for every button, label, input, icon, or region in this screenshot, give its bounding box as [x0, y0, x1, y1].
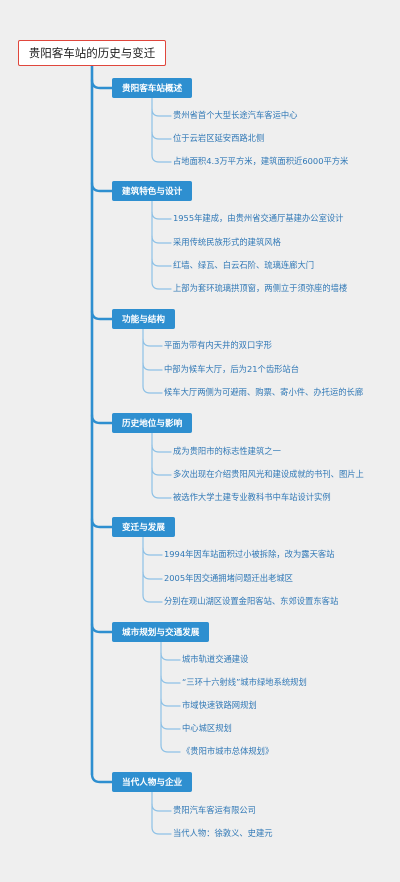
- leaf-connector-5-2: [160, 698, 181, 707]
- leaf-history-2[interactable]: 多次出现在介绍贵阳风光和建设成就的书刊、图片上: [173, 469, 364, 479]
- leaf-connector-3-0: [151, 444, 172, 453]
- leaf-changes-3[interactable]: 分别在观山湖区设置金阳客站、东郊设置东客站: [164, 596, 339, 606]
- leaf-connector-0-1: [151, 131, 172, 140]
- leaf-connector-2-2: [142, 385, 163, 394]
- leaf-connector-1-2: [151, 258, 172, 267]
- leaf-planning-2[interactable]: “三环十六射线”城市绿地系统规划: [182, 677, 307, 687]
- leaf-overview-2[interactable]: 位于云岩区延安西路北侧: [173, 133, 265, 143]
- leaf-people-2[interactable]: 当代人物：徐敦义、史建元: [173, 828, 273, 838]
- leaf-function-3[interactable]: 候车大厅两侧为可避雨、购票、寄小件、办托运的长廊: [164, 387, 364, 397]
- leaf-architecture-2[interactable]: 采用传统民族形式的建筑风格: [173, 237, 281, 247]
- leaf-connector-3-1: [151, 467, 172, 476]
- leaf-connector-2-1: [142, 362, 163, 371]
- branch-connector-3: [90, 413, 114, 425]
- root-topic[interactable]: 贵阳客车站的历史与变迁: [18, 40, 166, 66]
- branch-changes[interactable]: 变迁与发展: [112, 517, 175, 537]
- leaf-connector-1-3: [151, 281, 172, 290]
- leaf-function-2[interactable]: 中部为候车大厅，后为21个齿形站台: [164, 364, 300, 374]
- leaf-connector-0-0: [151, 108, 172, 117]
- branch-connector-6: [90, 772, 114, 784]
- leaf-architecture-1[interactable]: 1955年建成，由贵州省交通厅基建办公室设计: [173, 213, 344, 223]
- leaf-connector-1-1: [151, 235, 172, 244]
- branch-connector-0: [90, 78, 114, 90]
- leaf-planning-4[interactable]: 中心城区规划: [182, 723, 232, 733]
- leaf-connector-1-0: [151, 211, 172, 220]
- leaf-architecture-3[interactable]: 红墙、绿瓦、白云石阶、琉璃连廊大门: [173, 260, 315, 270]
- branch-connector-2: [90, 309, 114, 321]
- leaf-overview-3[interactable]: 占地面积4.3万平方米，建筑面积近6000平方米: [173, 156, 349, 166]
- leaf-connector-4-1: [142, 571, 163, 580]
- leaf-connector-5-1: [160, 675, 181, 684]
- branch-architecture[interactable]: 建筑特色与设计: [112, 181, 193, 201]
- leaf-planning-3[interactable]: 市域快速铁路网规划: [182, 700, 257, 710]
- branch-connector-5: [90, 622, 114, 634]
- leaf-connector-5-3: [160, 721, 181, 730]
- leaf-overview-1[interactable]: 贵州省首个大型长途汽车客运中心: [173, 110, 298, 120]
- leaf-changes-1[interactable]: 1994年因车站面积过小被拆除，改为露天客站: [164, 549, 335, 559]
- branch-planning[interactable]: 城市规划与交通发展: [112, 622, 210, 642]
- leaf-architecture-4[interactable]: 上部为套环琉璃拱顶窗，两侧立于须弥座的墙楼: [173, 283, 348, 293]
- branch-connector-1: [90, 181, 114, 193]
- leaf-people-1[interactable]: 贵阳汽车客运有限公司: [173, 805, 256, 815]
- leaf-connector-5-4: [160, 744, 181, 753]
- branch-overview[interactable]: 贵阳客车站概述: [112, 78, 193, 98]
- leaf-connector-3-2: [151, 490, 172, 499]
- leaf-connector-6-1: [151, 826, 172, 835]
- leaf-connector-2-0: [142, 338, 163, 347]
- leaf-connector-4-0: [142, 547, 163, 556]
- leaf-history-3[interactable]: 被选作大学土建专业教科书中车站设计实例: [173, 492, 331, 502]
- leaf-function-1[interactable]: 平面为带有内天井的双口字形: [164, 340, 272, 350]
- leaf-connector-0-2: [151, 154, 172, 163]
- branch-people[interactable]: 当代人物与企业: [112, 772, 193, 792]
- leaf-connector-6-0: [151, 803, 172, 812]
- branch-connector-4: [90, 517, 114, 529]
- leaf-connector-5-0: [160, 652, 181, 661]
- leaf-connector-4-2: [142, 594, 163, 603]
- branch-function[interactable]: 功能与结构: [112, 309, 175, 329]
- branch-history[interactable]: 历史地位与影响: [112, 413, 193, 433]
- leaf-planning-1[interactable]: 城市轨道交通建设: [182, 654, 249, 664]
- leaf-history-1[interactable]: 成为贵阳市的标志性建筑之一: [173, 446, 281, 456]
- leaf-changes-2[interactable]: 2005年因交通拥堵问题迁出老城区: [164, 573, 293, 583]
- leaf-planning-5[interactable]: 《贵阳市城市总体规划》: [182, 746, 274, 756]
